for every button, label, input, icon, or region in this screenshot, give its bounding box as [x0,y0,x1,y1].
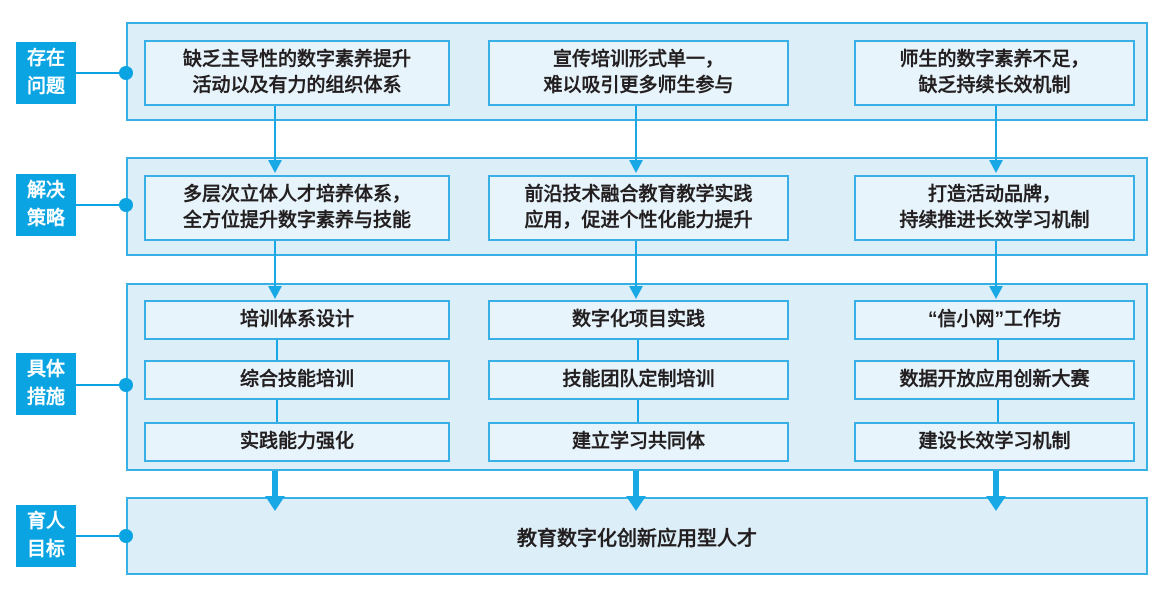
connector-dot [119,198,133,212]
side-label-line: 存在 [26,48,65,70]
problem-box-1: 缺乏主导性的数字素养提升 活动以及有力的组织体系 [144,40,450,106]
box-text-line: 活动以及有力的组织体系 [192,75,402,96]
block-arrow-head [265,496,285,511]
down-arrow-head [629,286,643,299]
strategy-box-3: 打造活动品牌， 持续推进长效学习机制 [854,175,1135,241]
side-label-measures: 具体 措施 [16,353,76,415]
side-label-goal: 育人 目标 [16,505,76,567]
measure-box: 技能团队定制培训 [488,360,789,400]
down-arrow-head [268,286,282,299]
box-text-line: 师生的数字素养不足， [899,48,1090,70]
down-arrow [995,106,997,161]
box-text-line: 打造活动品牌， [927,183,1061,205]
label-connector-line [76,384,126,386]
down-arrow [635,106,637,161]
box-text-line: 建立学习共同体 [571,430,705,452]
box-text-line: 缺乏主导性的数字素养提升 [182,48,411,70]
box-text-line: 应用，促进个性化能力提升 [524,210,753,231]
down-arrow [995,241,997,287]
connector-dot [119,529,133,543]
block-arrow-stem [272,471,278,497]
measure-box: 数字化项目实践 [488,300,789,340]
box-text-line: 实践能力强化 [239,430,354,452]
measure-connector-line [997,340,999,360]
measure-box: 实践能力强化 [144,422,450,462]
measure-box: 培训体系设计 [144,300,450,340]
label-connector-line [76,535,126,537]
measure-box: 建设长效学习机制 [854,422,1135,462]
strategy-box-2: 前沿技术融合教育教学实践 应用，促进个性化能力提升 [488,175,789,241]
down-arrow-head [989,160,1003,173]
box-text-line: 持续推进长效学习机制 [899,210,1090,231]
measure-connector-line [637,400,639,422]
down-arrow-head [989,286,1003,299]
side-label-line: 育人 [26,511,65,533]
box-text-line: “信小网”工作坊 [927,308,1061,330]
box-text-line: 多层次立体人才培养体系， [182,183,411,205]
down-arrow [274,241,276,287]
box-text-line: 全方位提升数字素养与技能 [182,210,411,231]
measure-connector-line [637,340,639,360]
box-text-line: 宣传培训形式单一， [552,48,724,70]
goal-text: 教育数字化创新应用型人才 [517,527,757,550]
measure-connector-line [276,400,278,422]
down-arrow [635,241,637,287]
box-text-line: 数字化项目实践 [571,308,705,330]
measure-box: 数据开放应用创新大赛 [854,360,1135,400]
problem-box-3: 师生的数字素养不足， 缺乏持续长效机制 [854,40,1135,106]
connector-dot [119,378,133,392]
panel-measures: 培训体系设计 综合技能培训 实践能力强化 数字化项目实践 技能团队定制培训 建立… [126,283,1148,471]
box-text-line: 前沿技术融合教育教学实践 [524,183,753,205]
box-text-line: 难以吸引更多师生参与 [543,75,734,96]
side-label-problems: 存在 问题 [16,42,76,104]
side-label-strategies: 解决 策略 [16,174,76,236]
box-text-line: 数据开放应用创新大赛 [899,368,1090,390]
side-label-line: 目标 [26,539,65,560]
strategy-box-1: 多层次立体人才培养体系， 全方位提升数字素养与技能 [144,175,450,241]
panel-strategies: 多层次立体人才培养体系， 全方位提升数字素养与技能 前沿技术融合教育教学实践 应… [126,157,1148,256]
block-arrow-head [626,496,646,511]
box-text-line: 技能团队定制培训 [562,368,715,390]
label-connector-line [76,204,126,206]
side-label-line: 解决 [26,180,65,202]
label-connector-line [76,72,126,74]
side-label-line: 具体 [26,359,65,381]
box-text-line: 缺乏持续长效机制 [918,75,1071,96]
down-arrow-head [268,160,282,173]
side-label-line: 措施 [26,387,65,408]
measure-box: 综合技能培训 [144,360,450,400]
block-arrow-stem [633,471,639,497]
down-arrow-head [629,160,643,173]
block-arrow-stem [993,471,999,497]
panel-problems: 缺乏主导性的数字素养提升 活动以及有力的组织体系 宣传培训形式单一， 难以吸引更… [126,22,1148,121]
measure-connector-line [997,400,999,422]
side-label-line: 问题 [26,76,65,97]
side-label-line: 策略 [26,208,65,229]
measure-box: “信小网”工作坊 [854,300,1135,340]
box-text-line: 培训体系设计 [239,308,354,330]
measure-box: 建立学习共同体 [488,422,789,462]
down-arrow [274,106,276,161]
problem-box-2: 宣传培训形式单一， 难以吸引更多师生参与 [488,40,789,106]
measure-connector-line [276,340,278,360]
box-text-line: 建设长效学习机制 [918,430,1071,452]
connector-dot [119,66,133,80]
box-text-line: 综合技能培训 [239,368,354,390]
block-arrow-head [986,496,1006,511]
